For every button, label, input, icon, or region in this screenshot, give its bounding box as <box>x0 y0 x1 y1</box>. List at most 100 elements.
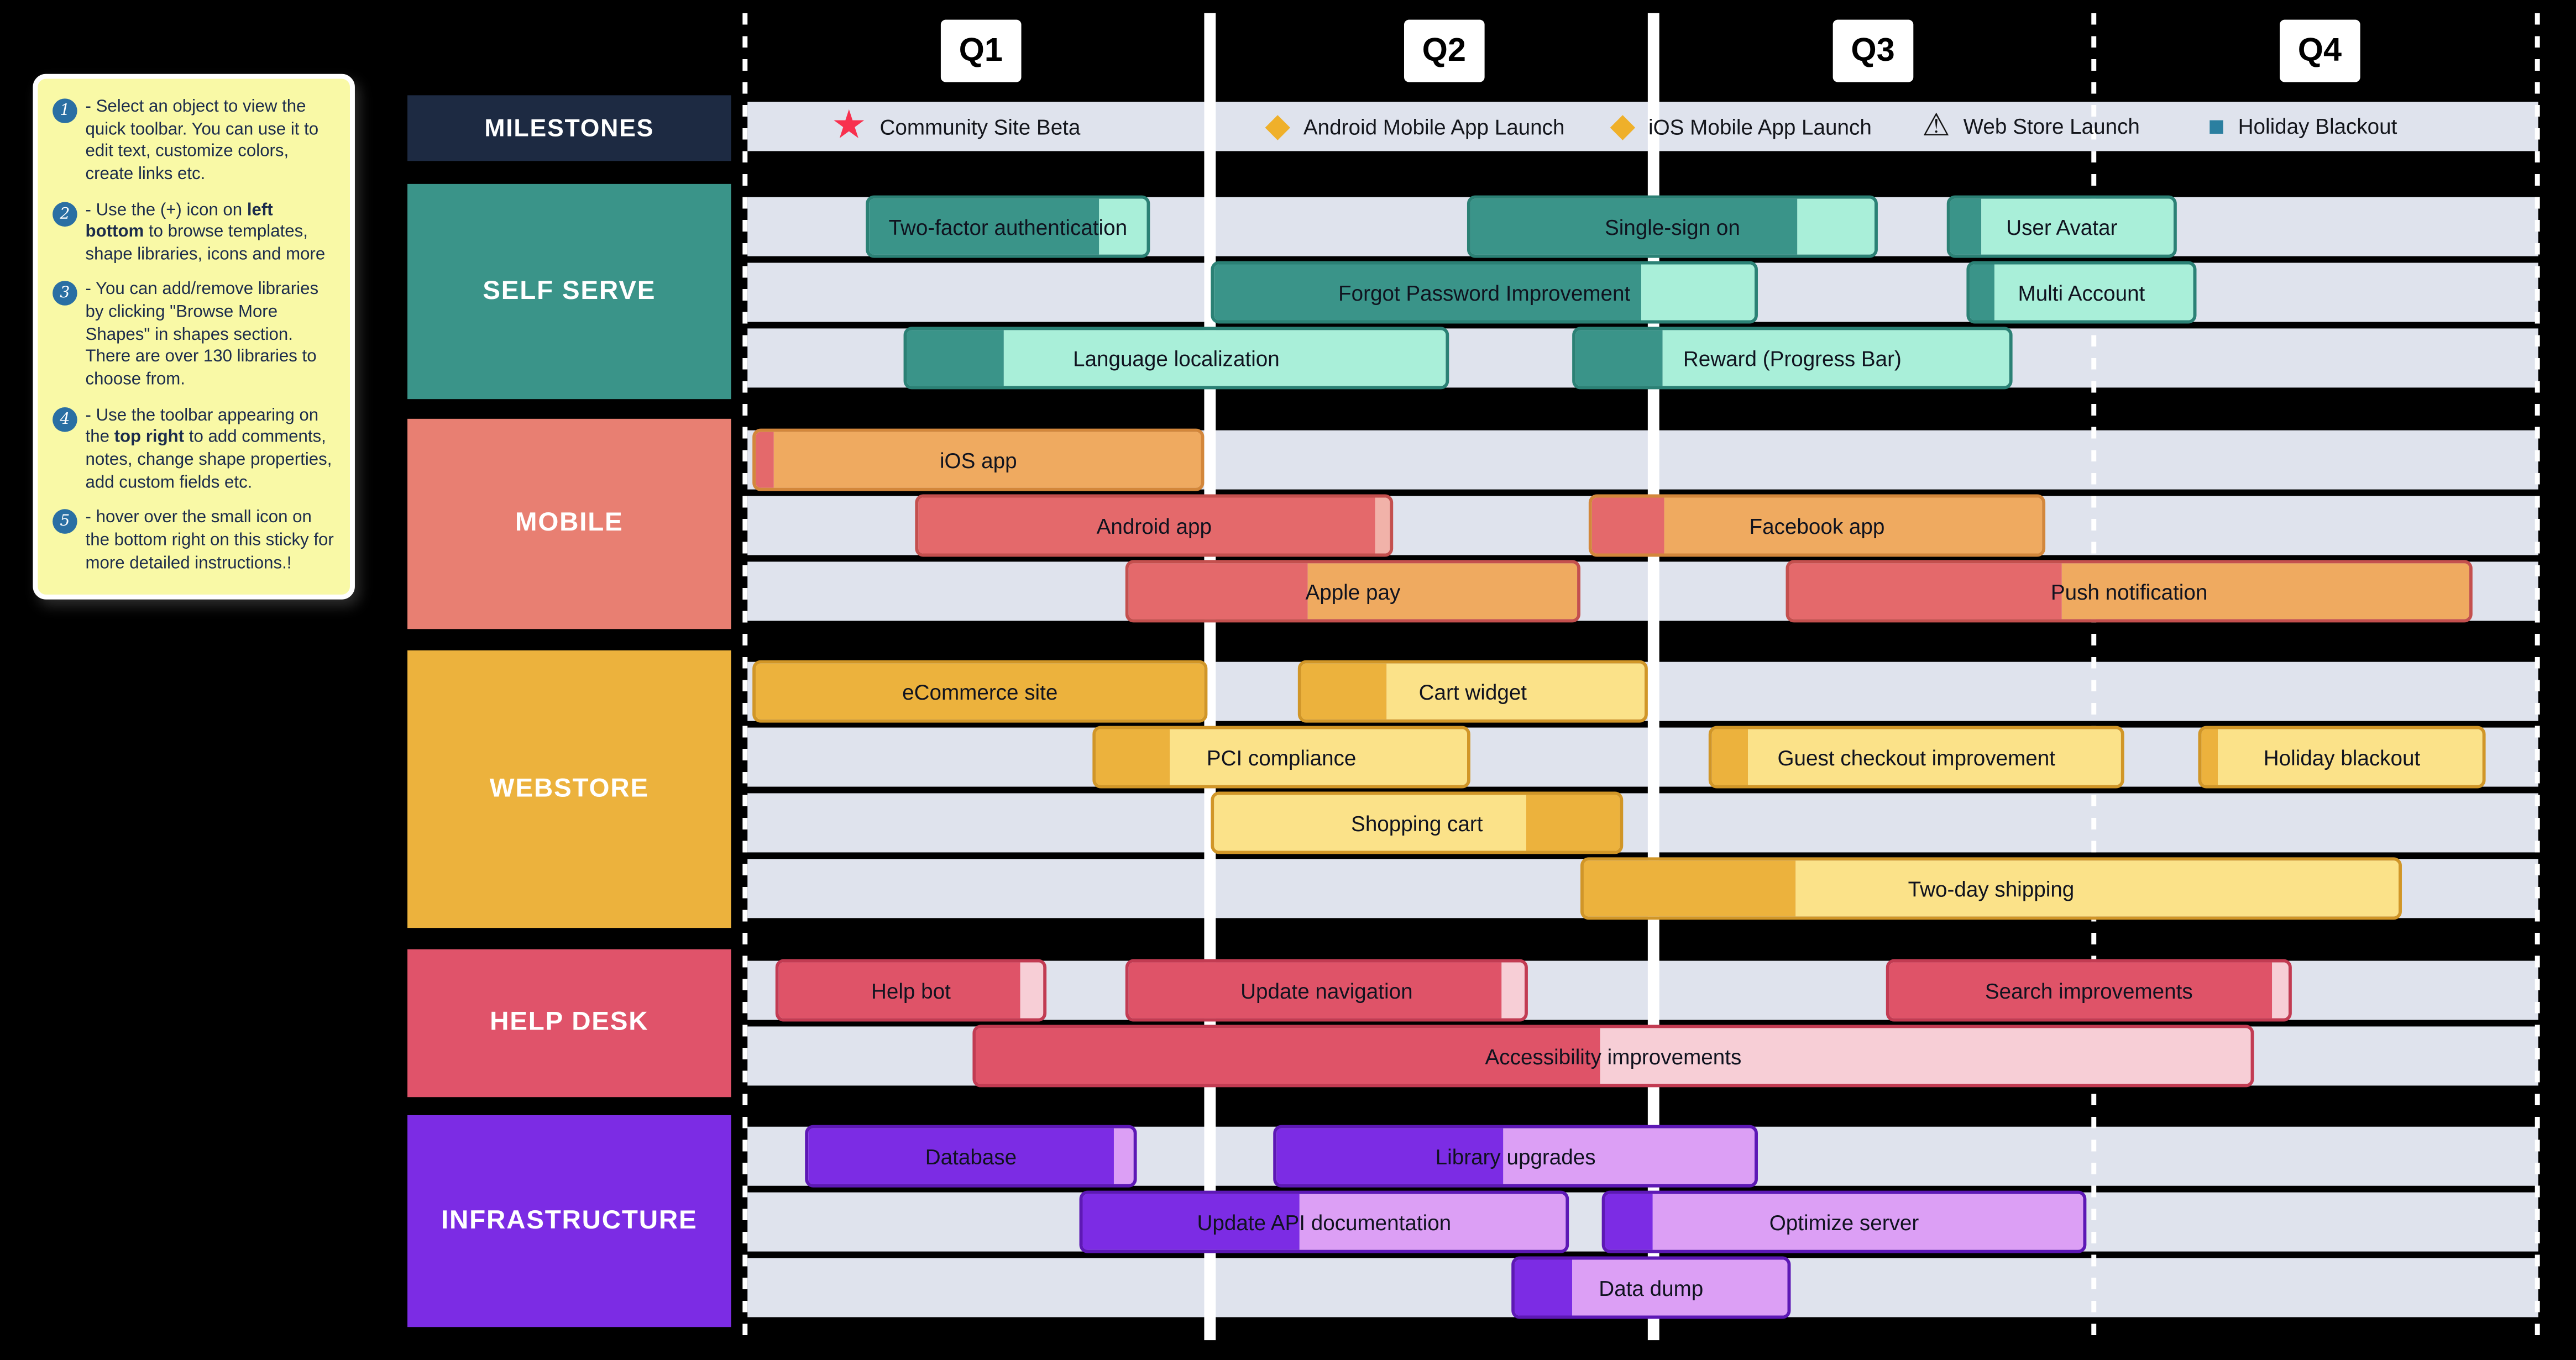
milestone-label: Web Store Launch <box>1963 114 2140 139</box>
quarter-header-q2[interactable]: Q2 <box>1404 19 1484 82</box>
instruction-text: - You can add/remove libraries by clicki… <box>85 280 319 390</box>
task-label: Guest checkout improvement <box>1777 744 2055 770</box>
milestone-ios-mobile-app-launch[interactable]: ◆iOS Mobile App Launch <box>1610 110 1872 143</box>
task-update-navigation[interactable]: Update navigation <box>1125 959 1528 1022</box>
task-segment-end <box>1170 729 1467 785</box>
task-segment-end <box>2218 729 2483 785</box>
sticky-note[interactable]: 1 - Select an object to view the quick to… <box>33 73 355 600</box>
task-segment-start <box>1889 962 2273 1018</box>
milestones-band <box>747 102 2538 151</box>
task-segment-start <box>1605 1194 1653 1250</box>
task-label: Accessibility improvements <box>1485 1043 1742 1069</box>
task-cart-widget[interactable]: Cart widget <box>1297 660 1648 723</box>
task-segment-start <box>1128 962 1501 1018</box>
sticky-instruction-5: 5- hover over the small icon on the bott… <box>53 508 335 575</box>
task-segment-start <box>1515 1259 1572 1316</box>
task-segment-end <box>1795 860 2399 917</box>
quarter-header-q4[interactable]: Q4 <box>2280 19 2360 82</box>
task-ios-app[interactable]: iOS app <box>752 428 1205 491</box>
task-segment-start <box>756 432 774 488</box>
task-segment-end <box>1664 497 2043 554</box>
task-shopping-cart[interactable]: Shopping cart <box>1211 791 1624 854</box>
task-label: Single-sign on <box>1604 214 1740 239</box>
task-segment-end <box>1641 264 1755 321</box>
milestone-label: Android Mobile App Launch <box>1303 114 1565 139</box>
milestone-label: Community Site Beta <box>879 114 1081 139</box>
task-label: Holiday blackout <box>2263 744 2421 770</box>
task-two-day-shipping[interactable]: Two-day shipping <box>1580 857 2402 920</box>
task-language-localization[interactable]: Language localization <box>903 327 1449 390</box>
milestone-holiday-blackout[interactable]: ■ Holiday Blackout <box>2208 113 2397 141</box>
instruction-number-icon: 1 <box>53 98 77 123</box>
task-segment-end <box>1300 1194 1566 1250</box>
group-label-webstore[interactable]: WEBSTORE <box>407 650 731 928</box>
task-optimize-server[interactable]: Optimize server <box>1601 1190 2087 1253</box>
instruction-text: - Use the (+) icon on left bottom to bro… <box>85 199 326 265</box>
task-segment-start <box>1470 198 1798 255</box>
task-label: Two-factor authentication <box>888 214 1128 239</box>
milestone-android-mobile-app-launch[interactable]: ◆Android Mobile App Launch <box>1265 110 1564 143</box>
task-label: Database <box>925 1143 1017 1169</box>
task-segment-end <box>1099 198 1147 255</box>
task-label: User Avatar <box>2006 214 2118 239</box>
task-segment-end <box>1653 1194 2083 1250</box>
task-holiday-blackout[interactable]: Holiday blackout <box>2198 726 2486 789</box>
milestone-label: Holiday Blackout <box>2238 114 2397 139</box>
task-update-api-documentation[interactable]: Update API documentation <box>1079 1190 1569 1253</box>
instruction-number-icon: 5 <box>53 510 77 534</box>
task-label: Android app <box>1096 513 1212 538</box>
group-label-infrastructure[interactable]: INFRASTRUCTURE <box>407 1115 731 1327</box>
task-apple-pay[interactable]: Apple pay <box>1125 560 1581 623</box>
task-guest-checkout-improvement[interactable]: Guest checkout improvement <box>1708 726 2124 789</box>
milestone-community-site-beta[interactable]: ★ Community Site Beta <box>831 103 1081 148</box>
sticky-instruction-2: 2 - Use the (+) icon on left bottom to br… <box>53 199 335 267</box>
task-label: Two-day shipping <box>1908 876 2075 901</box>
task-search-improvements[interactable]: Search improvements <box>1886 959 2292 1022</box>
task-data-dump[interactable]: Data dump <box>1511 1256 1791 1319</box>
task-forgot-password-improvement[interactable]: Forgot Password Improvement <box>1211 261 1758 324</box>
group-label-mobile[interactable]: MOBILE <box>407 418 731 629</box>
task-reward-progress-bar[interactable]: Reward (Progress Bar) <box>1572 327 2013 390</box>
task-user-avatar[interactable]: User Avatar <box>1946 195 2177 258</box>
task-segment-start <box>1970 264 1994 321</box>
milestone-web-store-launch[interactable]: ⚠Web Store Launch <box>1922 111 2140 142</box>
quarter-header-q1[interactable]: Q1 <box>940 19 1021 82</box>
task-accessibility-improvements[interactable]: Accessibility improvements <box>972 1025 2254 1088</box>
task-segment-end <box>2272 962 2289 1018</box>
task-segment-start <box>2201 729 2218 785</box>
task-segment-end <box>1375 497 1390 554</box>
group-label-self-serve[interactable]: SELF SERVE <box>407 183 731 400</box>
square-icon: ■ <box>2208 111 2225 143</box>
instruction-number-icon: 3 <box>53 281 77 307</box>
task-segment-start <box>918 497 1376 554</box>
task-push-notification[interactable]: Push notification <box>1786 560 2473 623</box>
task-label: Library upgrades <box>1435 1143 1596 1169</box>
task-label: PCI compliance <box>1206 744 1357 770</box>
task-segment-end <box>1003 330 1446 386</box>
group-label-milestones[interactable]: MILESTONES <box>407 95 731 161</box>
task-facebook-app[interactable]: Facebook app <box>1588 494 2046 557</box>
instruction-number-icon: 2 <box>53 201 77 226</box>
task-two-factor-authentication[interactable]: Two-factor authentication <box>866 195 1150 258</box>
task-label: Apple pay <box>1305 579 1401 604</box>
instruction-text: - Select an object to view the quick too… <box>85 97 319 184</box>
sticky-instruction-3: 3 - You can add/remove libraries by click… <box>53 280 335 392</box>
task-ecommerce-site[interactable]: eCommerce site <box>752 660 1208 723</box>
task-multi-account[interactable]: Multi Account <box>1966 261 2197 324</box>
task-android-app[interactable]: Android app <box>915 494 1394 557</box>
task-segment-end <box>1572 1259 1788 1316</box>
task-database[interactable]: Database <box>805 1125 1137 1188</box>
task-segment-start <box>1950 198 1982 255</box>
star-icon: ★ <box>831 103 867 148</box>
task-label: iOS app <box>939 447 1017 472</box>
task-single-sign-on[interactable]: Single-sign on <box>1467 195 1878 258</box>
group-label-help-desk[interactable]: HELP DESK <box>407 949 731 1098</box>
quarter-header-q3[interactable]: Q3 <box>1832 19 1913 82</box>
task-segment-start <box>1128 563 1308 619</box>
task-label: Help bot <box>871 978 951 1003</box>
task-library-upgrades[interactable]: Library upgrades <box>1273 1125 1758 1188</box>
row-band <box>747 793 2538 853</box>
task-pci-compliance[interactable]: PCI compliance <box>1092 726 1470 789</box>
task-help-bot[interactable]: Help bot <box>775 959 1047 1022</box>
task-label: Update API documentation <box>1197 1209 1452 1235</box>
